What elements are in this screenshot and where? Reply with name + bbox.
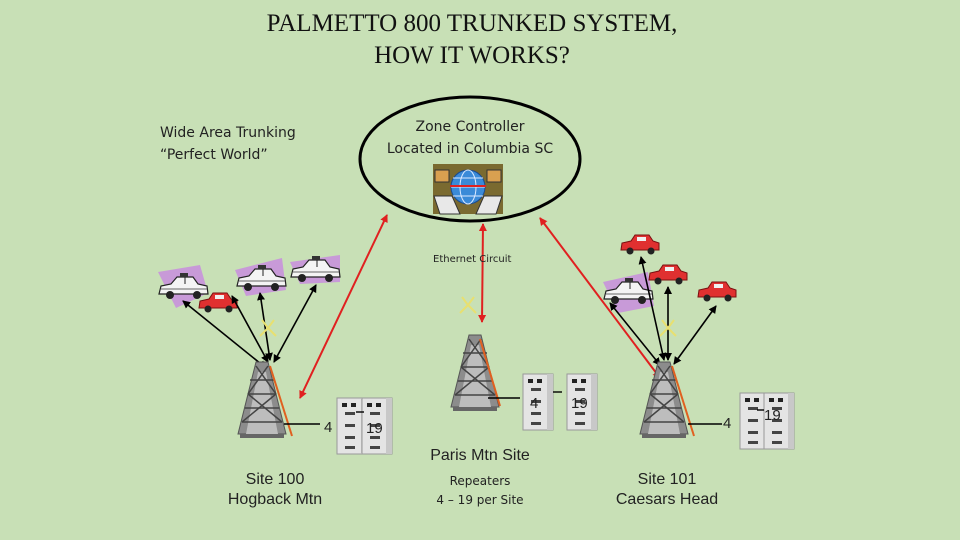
site-101-label: Site 101: [637, 471, 697, 488]
paris-channel-low: 4: [530, 395, 539, 412]
site-100-channel-high: 19: [366, 420, 383, 437]
tower-site-100: [237, 319, 293, 439]
zone-controller-location: Located in Columbia SC: [386, 141, 554, 157]
cabinet-dashes: [356, 391, 764, 413]
tower-paris-mtn: [450, 296, 501, 412]
site-100-channel-low: 4: [324, 419, 333, 436]
repeater-cabinets: [336, 373, 795, 455]
site-100-location: Hogback Mtn: [227, 491, 323, 508]
zone-controller-ellipse: [358, 95, 582, 223]
wide-area-label: Wide Area Trunking: [160, 125, 296, 141]
site-100-label: Site 100: [245, 471, 305, 488]
paris-channel-high: 19: [571, 395, 588, 412]
ethernet-circuit-label: Ethernet Circuit: [433, 254, 512, 265]
paris-mtn-label: Paris Mtn Site: [430, 447, 530, 464]
page-title-line-1: PALMETTO 800 TRUNKED SYSTEM,: [266, 10, 678, 37]
page-title-line-2: HOW IT WORKS?: [374, 42, 570, 69]
perfect-world-label: “Perfect World”: [160, 147, 268, 163]
zone-controller-icon: [433, 164, 503, 215]
site-101-channel-high: 19: [764, 407, 781, 424]
radio-links-right: [609, 256, 717, 366]
zone-controller-label: Zone Controller: [415, 119, 525, 135]
cabinet-connections: [284, 397, 722, 425]
radio-links-left: [182, 284, 317, 369]
tower-site-101: [639, 319, 695, 439]
repeaters-label: Repeaters: [449, 474, 511, 488]
site-101-channel-low: 4: [723, 415, 732, 432]
site-101-location: Caesars Head: [615, 491, 719, 508]
repeaters-per-site: 4 – 19 per Site: [436, 493, 524, 507]
